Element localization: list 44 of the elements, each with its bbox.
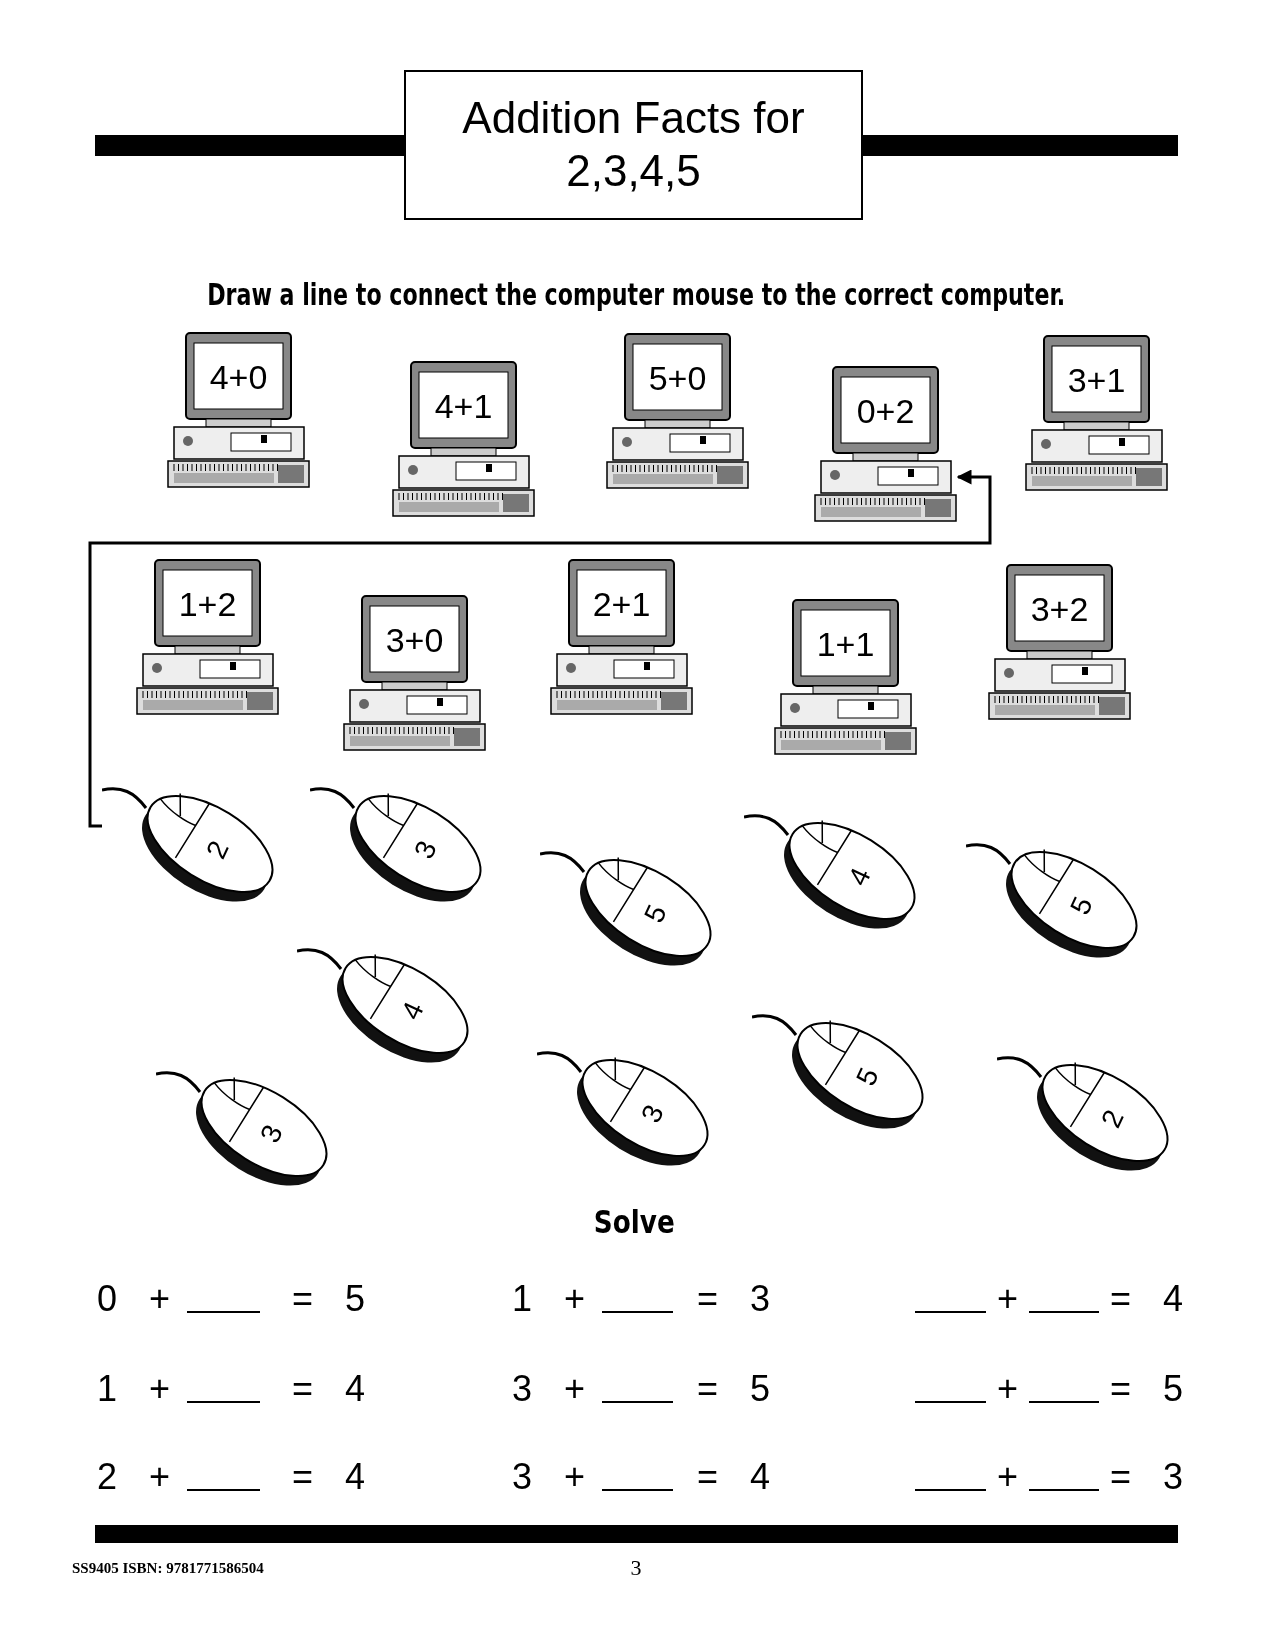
- equation-part: 2 +: [97, 1456, 171, 1498]
- equation-part: 0 +: [97, 1278, 171, 1320]
- equation-part: = 4: [1110, 1278, 1184, 1320]
- mouse-number: 4: [396, 998, 429, 1024]
- equation-part: +: [997, 1278, 1019, 1320]
- addition-problem: 3+2: [1029, 590, 1090, 629]
- addition-problem: 1+2: [177, 585, 238, 624]
- mouse-number: 3: [409, 837, 442, 863]
- mouse-number: 5: [639, 901, 672, 927]
- mouse-number: 5: [1065, 893, 1098, 919]
- equation-part: 1 +: [512, 1278, 586, 1320]
- equation-part: = 3: [1110, 1456, 1184, 1498]
- addition-problem: 3+1: [1066, 361, 1127, 400]
- equation-part: 1 +: [97, 1368, 171, 1410]
- addition-problem: 2+1: [591, 585, 652, 624]
- equation-part: = 5: [697, 1368, 771, 1410]
- instruction: Draw a line to connect the computer mouse to the correct computer.: [206, 277, 1066, 312]
- equation-part: = 4: [292, 1368, 366, 1410]
- mouse-number: 2: [1096, 1106, 1129, 1132]
- equation-part: = 5: [1110, 1368, 1184, 1410]
- mouse-number: 4: [843, 864, 876, 890]
- addition-problem: 4+1: [433, 387, 494, 426]
- section-heading: Solve: [593, 1203, 675, 1241]
- connecting-line: [88, 469, 992, 828]
- equation-part: +: [997, 1368, 1019, 1410]
- title: Addition Facts for 2,3,4,5: [461, 92, 806, 197]
- mouse-number: 3: [636, 1101, 669, 1127]
- mouse-number: 5: [851, 1064, 884, 1090]
- addition-problem: 0+2: [855, 392, 916, 431]
- mouse-number: 2: [201, 837, 234, 863]
- addition-problem: 4+0: [208, 358, 269, 397]
- equation-part: 3 +: [512, 1456, 586, 1498]
- equation-part: +: [997, 1456, 1019, 1498]
- equation-part: = 3: [697, 1278, 771, 1320]
- equation-part: = 4: [697, 1456, 771, 1498]
- addition-problem: 1+1: [815, 625, 876, 664]
- footer-code: SS9405 ISBN: 9781771586504: [72, 1560, 264, 1577]
- addition-problem: 5+0: [647, 359, 708, 398]
- equation-part: = 4: [292, 1456, 366, 1498]
- equation-part: 3 +: [512, 1368, 586, 1410]
- mouse-number: 3: [255, 1121, 288, 1147]
- addition-problem: 3+0: [384, 621, 445, 660]
- page-number: 3: [630, 1555, 642, 1581]
- equation-part: = 5: [292, 1278, 366, 1320]
